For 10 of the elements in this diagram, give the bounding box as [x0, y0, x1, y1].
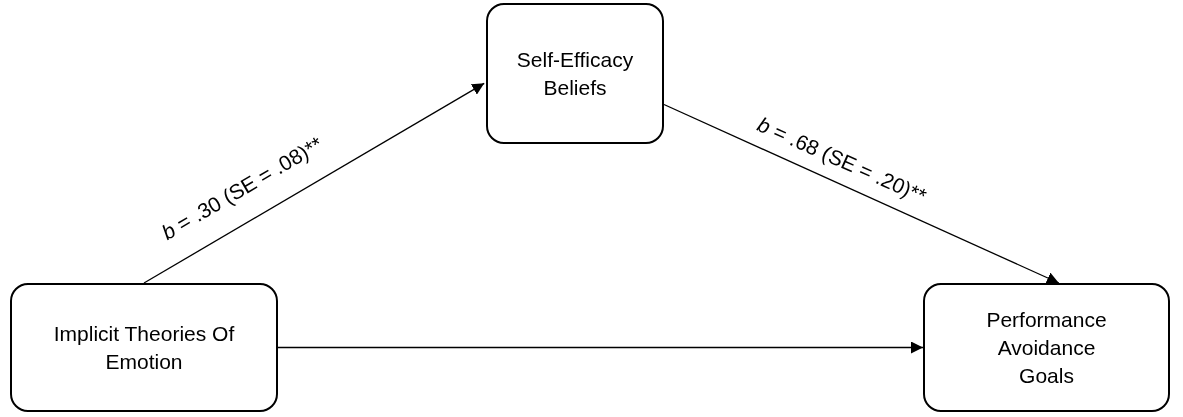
process-box — [10, 283, 278, 412]
arrow — [277, 341, 924, 354]
node-label: Implicit Theories Of Emotion — [52, 320, 236, 375]
node-label: Self-Efficacy Beliefs — [515, 46, 635, 101]
process-box — [923, 283, 1170, 412]
arrow — [663, 103, 1060, 284]
edge-label: b = .68 (SE = .20)** — [754, 113, 930, 207]
node-label: Performance Avoidance Goals — [985, 306, 1108, 389]
arrow — [143, 82, 485, 284]
process-box — [486, 3, 664, 144]
